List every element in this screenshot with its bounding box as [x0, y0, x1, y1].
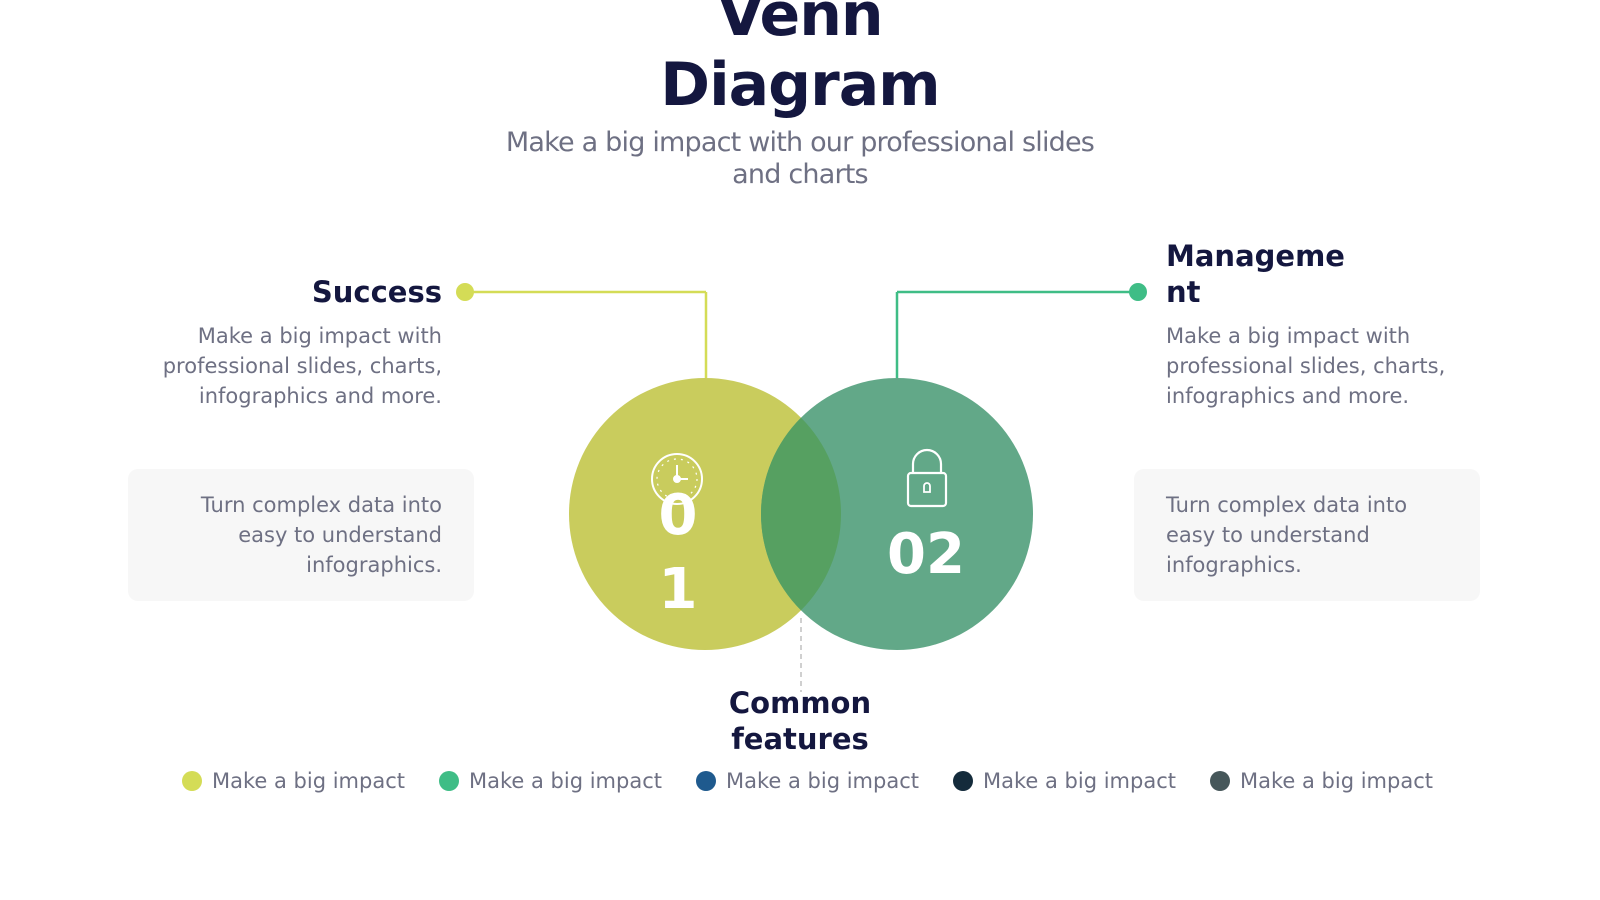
- legend-label: Make a big impact: [726, 769, 919, 793]
- success-card-text: Turn complex data into easy to understan…: [200, 493, 442, 577]
- legend-dot: [182, 771, 202, 791]
- management-description: Make a big impact with professional slid…: [1166, 324, 1446, 408]
- common-features-label: Common features: [728, 686, 872, 756]
- legend-label: Make a big impact: [212, 769, 405, 793]
- legend-item: Make a big impact: [953, 766, 1176, 796]
- legend-dot: [696, 771, 716, 791]
- legend-dot: [1210, 771, 1230, 791]
- legend-item: Make a big impact: [1210, 766, 1433, 796]
- success-connector: [456, 283, 708, 378]
- management-circle: [761, 378, 1033, 650]
- legend-item: Make a big impact: [439, 766, 662, 796]
- legend: Make a big impact Make a big impact Make…: [0, 766, 1600, 802]
- management-number: 02: [887, 522, 965, 587]
- page-subtitle: Make a big impact with our professional …: [505, 127, 1095, 190]
- legend-dot: [953, 771, 973, 791]
- success-card: Turn complex data into easy to understan…: [128, 469, 474, 601]
- legend-label: Make a big impact: [983, 769, 1176, 793]
- legend-dot: [439, 771, 459, 791]
- success-circle: [569, 378, 841, 650]
- clock-icon: [651, 453, 703, 505]
- management-card: Turn complex data into easy to understan…: [1134, 469, 1480, 601]
- success-connector-dot: [456, 283, 474, 301]
- legend-label: Make a big impact: [1240, 769, 1433, 793]
- management-heading: Management: [1166, 239, 1345, 309]
- management-connector-dot: [1129, 283, 1147, 301]
- management-connector: [895, 283, 1147, 378]
- legend-label: Make a big impact: [469, 769, 662, 793]
- page-title: Venn Diagram: [660, 0, 940, 120]
- success-heading: Success: [311, 275, 442, 309]
- legend-item: Make a big impact: [696, 766, 919, 796]
- success-description: Make a big impact with professional slid…: [162, 324, 442, 408]
- success-number-line1: 0: [659, 483, 698, 548]
- legend-item: Make a big impact: [182, 766, 405, 796]
- success-number-line2: 1: [659, 557, 698, 622]
- management-card-text: Turn complex data into easy to understan…: [1166, 493, 1408, 577]
- lock-icon: [906, 448, 948, 508]
